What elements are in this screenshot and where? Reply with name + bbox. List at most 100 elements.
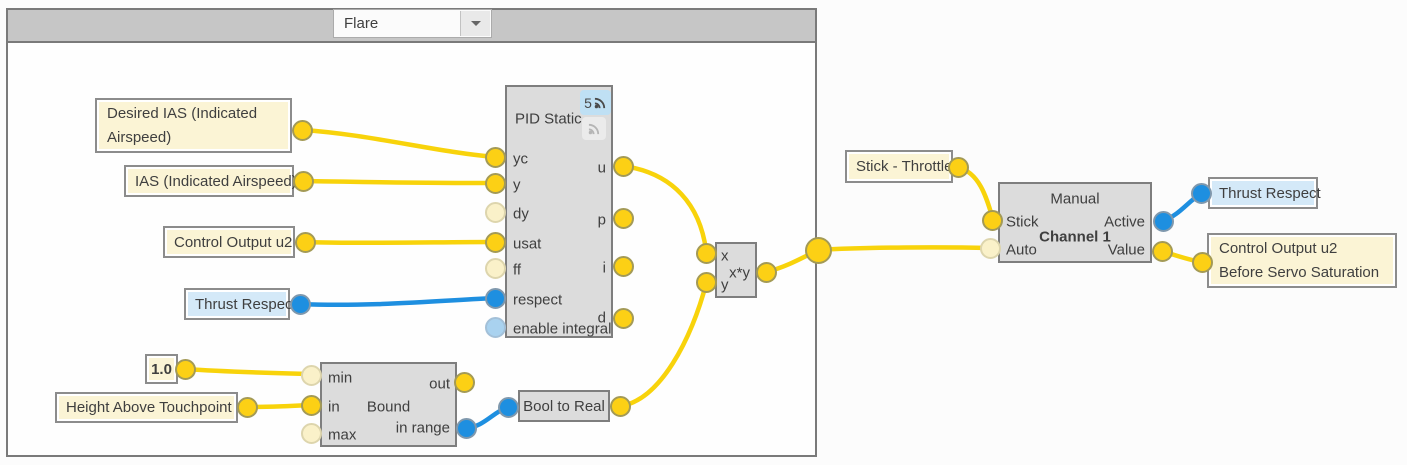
broadcast-icon-inactive [588, 123, 599, 135]
pid-telemetry-badge[interactable]: 5 [580, 90, 611, 115]
bound-input-min: min [328, 369, 353, 387]
pid-input-usat: usat [513, 235, 542, 253]
stick-throttle-output-port[interactable] [948, 157, 969, 178]
pid-input-y: y [513, 176, 521, 194]
pid-static-title: PID Static [515, 110, 582, 128]
bound-max-port[interactable] [301, 423, 322, 444]
group-selector-combobox[interactable]: Flare [333, 9, 492, 38]
bound-out-port[interactable] [454, 372, 475, 393]
node-height-above-touchpoint-label: Height Above Touchpoint [66, 399, 232, 416]
group-selector-value: Flare [344, 15, 379, 32]
control-output-u2-output-port[interactable] [295, 232, 316, 253]
wire-ias-to-y[interactable] [300, 178, 498, 186]
node-control-output-u2-label: Control Output u2 [174, 233, 293, 251]
wire-thrust-respect-to-respect[interactable] [297, 295, 498, 308]
pid-telemetry-badge-inactive[interactable] [582, 117, 606, 140]
channel-input-stick: Stick [1006, 213, 1039, 231]
node-bool-to-real[interactable]: Bool to Real [518, 390, 610, 422]
node-thrust-respect-source[interactable]: Thrust Respect [184, 288, 297, 320]
channel-active-port[interactable] [1153, 211, 1174, 232]
pid-respect-port[interactable] [485, 288, 506, 309]
bound-in-port[interactable] [301, 395, 322, 416]
bound-input-in: in [328, 398, 340, 416]
bound-input-max: max [328, 426, 357, 444]
wire-junction-to-auto[interactable] [815, 245, 993, 253]
pid-u-port[interactable] [613, 156, 634, 177]
height-output-port[interactable] [237, 397, 258, 418]
control-output-u2-before-input-port[interactable] [1192, 252, 1213, 273]
pid-dy-port[interactable] [485, 202, 506, 223]
channel-title: Manual [1050, 190, 1100, 208]
node-thrust-respect-source-label: Thrust Respect [195, 295, 297, 313]
bound-output-in-range: in range [395, 419, 450, 437]
multiply-output-port[interactable] [756, 262, 777, 283]
pid-y-port[interactable] [485, 173, 506, 194]
node-ias-label: IAS (Indicated Airspeed) [135, 172, 297, 190]
node-pid-static[interactable]: PID Static 5 yc y dy usat ff respect ena… [505, 85, 613, 338]
node-multiply[interactable]: x y x*y [715, 242, 757, 298]
node-bound[interactable]: Bound min in max out in range [320, 362, 457, 447]
multiply-input-x: x [721, 247, 729, 265]
multiply-title: x*y [729, 264, 750, 282]
pid-ff-port[interactable] [485, 258, 506, 279]
channel-stick-port[interactable] [982, 210, 1003, 231]
channel-output-active: Active [1104, 213, 1145, 231]
node-channel-1[interactable]: Manual Channel 1 Stick Auto Active Value [998, 182, 1152, 263]
wire-junction-dot[interactable] [805, 237, 832, 264]
node-control-output-u2[interactable]: Control Output u2 [163, 226, 295, 258]
pid-d-port[interactable] [613, 308, 634, 329]
pid-input-ff: ff [513, 261, 522, 279]
constant-output-port[interactable] [175, 359, 196, 380]
channel-name: Channel 1 [1039, 228, 1111, 246]
pid-input-dy: dy [513, 205, 529, 223]
wire-constant-to-min[interactable] [182, 366, 314, 377]
channel-value-port[interactable] [1152, 241, 1173, 262]
node-height-above-touchpoint[interactable]: Height Above Touchpoint [55, 392, 238, 423]
node-constant-1-0[interactable]: 1.0 [145, 354, 178, 384]
broadcast-icon [594, 97, 606, 109]
pid-output-u: u [597, 159, 606, 177]
thrust-respect-source-output-port[interactable] [290, 294, 311, 315]
wire-control-output-u2-to-usat[interactable] [302, 239, 498, 246]
multiply-input-y: y [721, 276, 729, 294]
wire-desired-ias-to-yc[interactable] [299, 127, 498, 160]
node-control-output-u2-before-label: Control Output u2 Before Servo Saturatio… [1219, 239, 1380, 281]
multiply-x-port[interactable] [696, 243, 717, 264]
pid-output-p: p [597, 211, 606, 229]
pid-yc-port[interactable] [485, 147, 506, 168]
pid-usat-port[interactable] [485, 232, 506, 253]
ias-output-port[interactable] [293, 171, 314, 192]
node-stick-throttle-label: Stick - Throttle [856, 158, 953, 175]
node-thrust-respect-sink[interactable]: Thrust Respect [1208, 177, 1321, 209]
pid-i-port[interactable] [613, 256, 634, 277]
pid-input-enable-integral: enable integral [513, 320, 612, 338]
desired-ias-output-port[interactable] [292, 120, 313, 141]
pid-output-i: i [602, 259, 606, 277]
node-ias[interactable]: IAS (Indicated Airspeed) [124, 165, 297, 197]
pid-enable-integral-port[interactable] [485, 317, 506, 338]
multiply-y-port[interactable] [696, 272, 717, 293]
chevron-down-icon [470, 21, 481, 26]
bool-to-real-input-port[interactable] [498, 397, 519, 418]
thrust-respect-sink-input-port[interactable] [1191, 183, 1212, 204]
group-selector-dropdown-button[interactable] [460, 11, 490, 36]
node-thrust-respect-sink-label: Thrust Respect [1219, 184, 1321, 202]
wire-u-to-x[interactable] [620, 163, 709, 253]
pid-p-port[interactable] [613, 208, 634, 229]
node-stick-throttle[interactable]: Stick - Throttle [845, 150, 953, 183]
node-desired-ias-label: Desired IAS (Indicated Airspeed) [107, 104, 258, 146]
bool-to-real-output-port[interactable] [610, 396, 631, 417]
node-constant-1-0-label: 1.0 [151, 360, 172, 378]
bound-output-out: out [429, 375, 450, 393]
bool-to-real-title: Bool to Real [523, 397, 605, 415]
pid-input-respect: respect [513, 291, 563, 309]
bound-min-port[interactable] [301, 365, 322, 386]
bound-in-range-port[interactable] [456, 418, 477, 439]
channel-auto-port[interactable] [980, 238, 1001, 259]
node-desired-ias[interactable]: Desired IAS (Indicated Airspeed) [95, 98, 292, 153]
channel-input-auto: Auto [1006, 241, 1037, 259]
node-control-output-u2-before[interactable]: Control Output u2 Before Servo Saturatio… [1207, 233, 1397, 288]
wire-booltoreal-to-y[interactable] [617, 281, 709, 409]
pid-telemetry-count: 5 [584, 94, 592, 111]
pid-input-yc: yc [513, 150, 528, 168]
